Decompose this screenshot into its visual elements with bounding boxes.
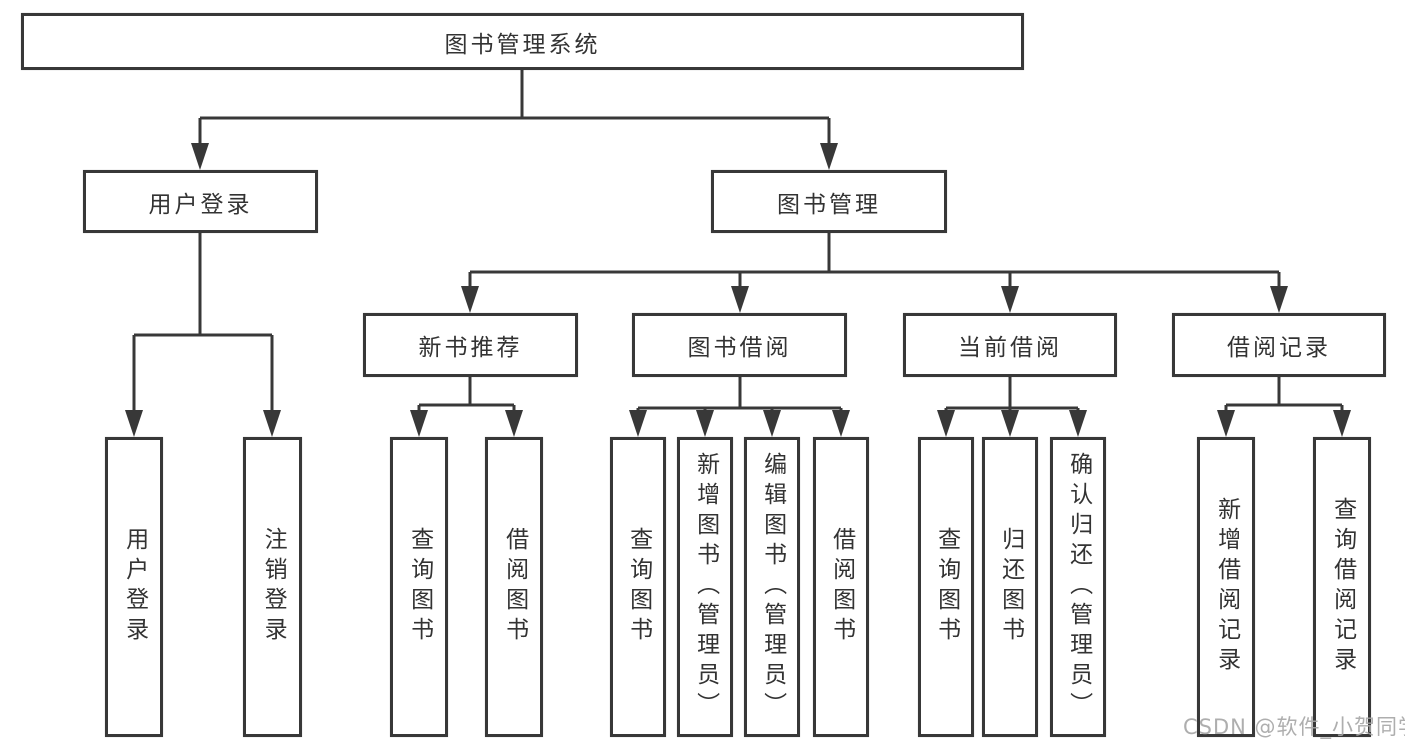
node-user-login: 用户登录 bbox=[83, 170, 318, 233]
leaf-query-books-1-label: 查询图书 bbox=[406, 527, 433, 647]
leaf-query-books-2-label: 查询图书 bbox=[625, 527, 652, 647]
leaf-return-books-label: 归还图书 bbox=[997, 527, 1024, 647]
node-library-system-label: 图书管理系统 bbox=[444, 31, 601, 58]
leaf-query-borrow-record-label: 查询借阅记录 bbox=[1329, 497, 1356, 677]
node-borrow-records: 借阅记录 bbox=[1172, 313, 1386, 377]
connector-current-borrow bbox=[944, 377, 1080, 414]
arrow-down-icon bbox=[820, 143, 838, 170]
arrow-down-icon bbox=[191, 143, 209, 170]
leaf-borrow-books-2-label: 借阅图书 bbox=[828, 527, 855, 647]
connector-root bbox=[198, 70, 831, 148]
arrow-down-icon bbox=[1333, 410, 1351, 437]
arrow-down-icon bbox=[1270, 286, 1288, 313]
arrow-down-icon bbox=[696, 410, 714, 437]
leaf-query-books-1: 查询图书 bbox=[390, 437, 448, 737]
arrow-down-icon bbox=[410, 410, 428, 437]
node-library-system: 图书管理系统 bbox=[21, 13, 1024, 70]
leaf-query-books-3-label: 查询图书 bbox=[933, 527, 960, 647]
arrow-down-icon bbox=[832, 410, 850, 437]
arrow-down-icon bbox=[461, 286, 479, 313]
node-current-borrow: 当前借阅 bbox=[903, 313, 1117, 377]
arrow-down-icon bbox=[731, 286, 749, 313]
node-user-login-label: 用户登录 bbox=[148, 191, 253, 218]
leaf-add-borrow-record-label: 新增借阅记录 bbox=[1213, 497, 1240, 677]
connector-book-management bbox=[468, 233, 1281, 291]
node-book-borrow: 图书借阅 bbox=[632, 313, 847, 377]
node-borrow-records-label: 借阅记录 bbox=[1227, 335, 1331, 361]
leaf-borrow-books-2: 借阅图书 bbox=[813, 437, 869, 737]
node-book-management-label: 图书管理 bbox=[777, 191, 881, 218]
leaf-add-borrow-record: 新增借阅记录 bbox=[1197, 437, 1255, 737]
connector-book-borrow bbox=[636, 377, 843, 414]
leaf-query-books-2: 查询图书 bbox=[610, 437, 666, 737]
arrow-down-icon bbox=[1217, 410, 1235, 437]
leaf-user-login-label: 用户登录 bbox=[121, 527, 148, 647]
node-current-borrow-label: 当前借阅 bbox=[958, 335, 1062, 361]
connector-new-book bbox=[417, 377, 516, 414]
leaf-logout-label: 注销登录 bbox=[260, 527, 287, 647]
leaf-edit-books-admin-label: 编辑图书（管理员） bbox=[759, 452, 786, 722]
leaf-query-books-3: 查询图书 bbox=[918, 437, 974, 737]
leaf-add-books-admin: 新增图书（管理员） bbox=[677, 437, 733, 737]
arrow-down-icon bbox=[937, 410, 955, 437]
leaf-borrow-books-1-label: 借阅图书 bbox=[501, 527, 528, 647]
leaf-edit-books-admin: 编辑图书（管理员） bbox=[744, 437, 800, 737]
leaf-confirm-return-admin: 确认归还（管理员） bbox=[1050, 437, 1106, 737]
node-book-management: 图书管理 bbox=[711, 170, 947, 233]
arrow-down-icon bbox=[1069, 410, 1087, 437]
leaf-query-borrow-record: 查询借阅记录 bbox=[1313, 437, 1371, 737]
node-new-book-recommend-label: 新书推荐 bbox=[418, 335, 523, 361]
arrow-down-icon bbox=[629, 410, 647, 437]
arrow-down-icon bbox=[1001, 286, 1019, 313]
leaf-user-login: 用户登录 bbox=[105, 437, 163, 737]
node-new-book-recommend: 新书推荐 bbox=[363, 313, 578, 377]
arrow-down-icon bbox=[763, 410, 781, 437]
arrow-down-icon bbox=[505, 410, 523, 437]
leaf-return-books: 归还图书 bbox=[982, 437, 1038, 737]
arrow-down-icon bbox=[263, 410, 281, 437]
connector-borrow-records bbox=[1224, 377, 1344, 414]
leaf-borrow-books-1: 借阅图书 bbox=[485, 437, 543, 737]
node-book-borrow-label: 图书借阅 bbox=[687, 335, 792, 361]
arrow-down-icon bbox=[125, 410, 143, 437]
leaf-add-books-admin-label: 新增图书（管理员） bbox=[692, 452, 719, 722]
arrow-down-icon bbox=[1001, 410, 1019, 437]
leaf-confirm-return-admin-label: 确认归还（管理员） bbox=[1065, 452, 1092, 722]
connector-user-login bbox=[132, 233, 274, 415]
csdn-watermark: CSDN @软件_小贺同学 bbox=[1183, 715, 1405, 739]
leaf-logout: 注销登录 bbox=[243, 437, 302, 737]
